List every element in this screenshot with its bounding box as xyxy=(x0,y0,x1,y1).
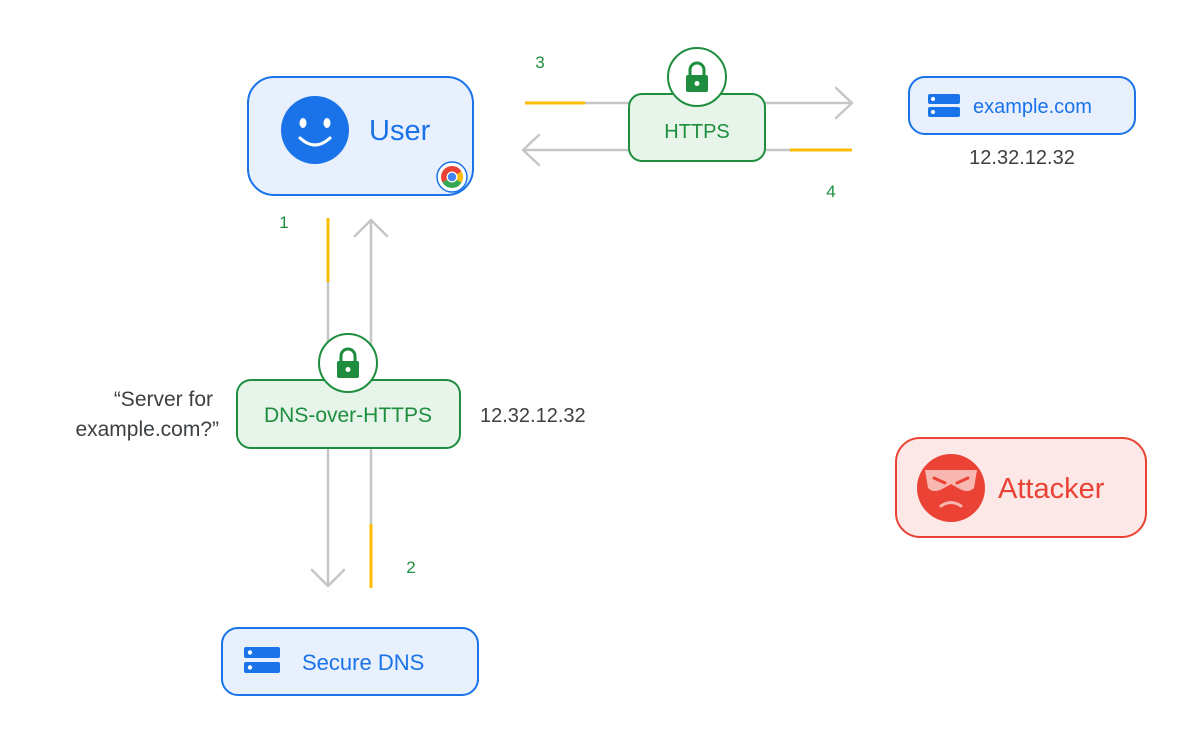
step-number: 4 xyxy=(826,182,835,201)
secure-dns-label: Secure DNS xyxy=(302,650,424,675)
masked-face-icon xyxy=(917,454,985,522)
server-icon xyxy=(928,94,960,117)
attacker-label: Attacker xyxy=(998,473,1105,505)
server-label: example.com xyxy=(973,96,1092,118)
example-server-node: example.com xyxy=(908,76,1136,135)
dns-answer-ip: 12.32.12.32 xyxy=(480,405,586,427)
lock-icon xyxy=(667,47,727,107)
server-ip: 12.32.12.32 xyxy=(969,147,1075,169)
secure-dns-node: Secure DNS xyxy=(221,627,479,696)
doh-label: DNS-over-HTTPS xyxy=(264,404,432,427)
step-number: 2 xyxy=(406,558,415,577)
dns-query-text-line1: “Server for xyxy=(114,388,213,411)
smiley-face-icon xyxy=(281,96,349,164)
step-number: 1 xyxy=(279,213,288,232)
https-label: HTTPS xyxy=(664,121,730,143)
https-channel: HTTPS xyxy=(628,47,766,162)
lock-icon xyxy=(318,333,378,393)
user-label: User xyxy=(369,115,431,147)
user-node: User xyxy=(247,76,474,196)
server-icon xyxy=(244,647,280,673)
dns-query-text-line2: example.com?” xyxy=(75,418,219,441)
doh-channel: DNS-over-HTTPS xyxy=(236,333,461,449)
step-number: 3 xyxy=(535,53,544,72)
attacker-node: Attacker xyxy=(895,437,1147,538)
chrome-icon xyxy=(436,161,468,193)
